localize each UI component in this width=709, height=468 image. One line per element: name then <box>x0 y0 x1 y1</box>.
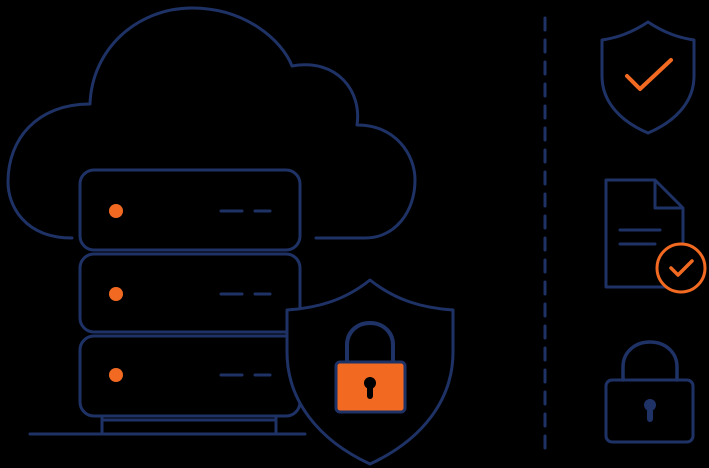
status-dot <box>109 204 123 218</box>
server-unit-3 <box>78 334 302 418</box>
padlock-icon <box>604 340 695 444</box>
server-stack <box>78 168 302 434</box>
server-unit-2 <box>78 252 302 334</box>
status-dot <box>109 368 123 382</box>
check-badge-icon <box>655 242 707 294</box>
document-check-icon <box>604 178 707 294</box>
shield-lock-icon <box>285 278 455 466</box>
server-unit-1 <box>78 168 302 252</box>
shield-check-icon <box>600 20 696 135</box>
cloud-icon <box>6 6 417 240</box>
status-dot <box>109 287 123 301</box>
